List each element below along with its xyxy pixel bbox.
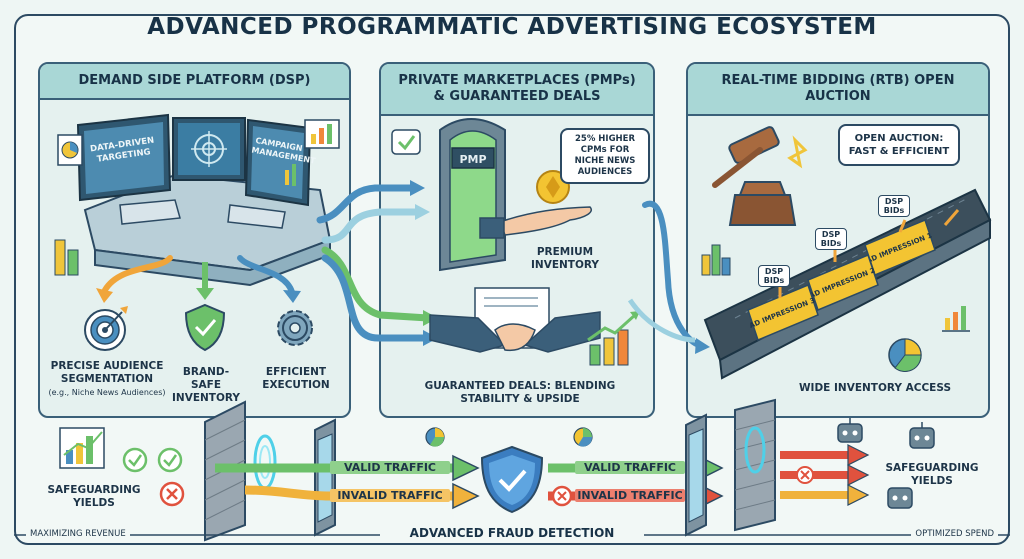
valid-traffic-label-2: VALID TRAFFIC xyxy=(575,461,685,474)
handshake-icon xyxy=(429,287,601,353)
page-title: ADVANCED PROGRAMMATIC ADVERTISING ECOSYS… xyxy=(147,14,877,40)
valid-traffic-label-1: VALID TRAFFIC xyxy=(330,461,450,474)
target-icon xyxy=(84,306,128,351)
fraud-shield-icon xyxy=(480,445,544,514)
rtb-open-auction-callout: OPEN AUCTION: FAST & EFFICIENT xyxy=(838,124,960,166)
pie-chart-icon xyxy=(888,338,922,372)
pmp-panel-header: PRIVATE MARKETPLACES (PMPs) & GUARANTEED… xyxy=(381,64,653,116)
feature-brand-safe: BRAND-SAFE INVENTORY xyxy=(172,366,240,405)
feature-audience-note: (e.g., Niche News Audiences) xyxy=(48,388,166,397)
pmp-guaranteed-deals: GUARANTEED DEALS: BLENDING STABILITY & U… xyxy=(424,380,616,406)
footer-optimized-spend: OPTIMIZED SPEND xyxy=(911,529,998,539)
robot-icon-2 xyxy=(909,422,935,449)
footer-fraud-detection-text: ADVANCED FRAUD DETECTION xyxy=(401,526,623,540)
robot-icon-3 xyxy=(887,487,913,509)
monitor-right xyxy=(244,118,312,207)
rtb-panel-header: REAL-TIME BIDDING (RTB) OPEN AUCTION xyxy=(688,64,988,116)
rtb-wide-inventory: WIDE INVENTORY ACCESS xyxy=(798,382,952,394)
monitor-center xyxy=(172,117,246,181)
dsp-workstation-illustration xyxy=(54,113,340,287)
feature-audience-segmentation: PRECISE AUDIENCE SEGMENTATION xyxy=(50,360,164,386)
bar-chart-icon xyxy=(942,306,970,332)
brick-wall-icon-right xyxy=(734,398,776,532)
pmp-premium-inventory: PREMIUM INVENTORY xyxy=(531,246,599,272)
pmp-cpm-callout: 25% HIGHER CPMs FOR NICHE NEWS AUDIENCES xyxy=(560,128,650,184)
gavel-icon xyxy=(712,126,808,226)
pmp-gate-illustration: PMP xyxy=(439,118,506,272)
invalid-traffic-label-1: INVALID TRAFFIC xyxy=(330,489,450,502)
feature-efficient-execution: EFFICIENT EXECUTION xyxy=(262,366,330,392)
safeguarding-yields-left: SAFEGUARDING YIELDS xyxy=(47,484,141,510)
invalid-traffic-label-2: INVALID TRAFFIC xyxy=(575,489,685,502)
shield-check-icon xyxy=(184,303,226,352)
footer-maximizing-revenue: MAXIMIZING REVENUE xyxy=(26,529,130,539)
robot-icon xyxy=(837,418,863,443)
dsp-panel-header: DEMAND SIDE PLATFORM (DSP) xyxy=(40,64,349,100)
gear-icon xyxy=(277,310,313,346)
rtb-bid-tag-1: DSP BIDs xyxy=(878,195,910,217)
monitor-left xyxy=(76,113,172,202)
safeguarding-yields-right: SAFEGUARDING YIELDS xyxy=(885,462,979,488)
pmp-gate-label: PMP xyxy=(459,153,486,166)
impression-card-2: AD IMPRESSION 2 xyxy=(807,253,879,312)
rtb-bid-tag-3: DSP BIDs xyxy=(758,265,790,287)
rtb-bid-tag-2: DSP BIDs xyxy=(815,228,847,250)
footer-fraud-detection: ADVANCED FRAUD DETECTION xyxy=(0,526,1024,540)
